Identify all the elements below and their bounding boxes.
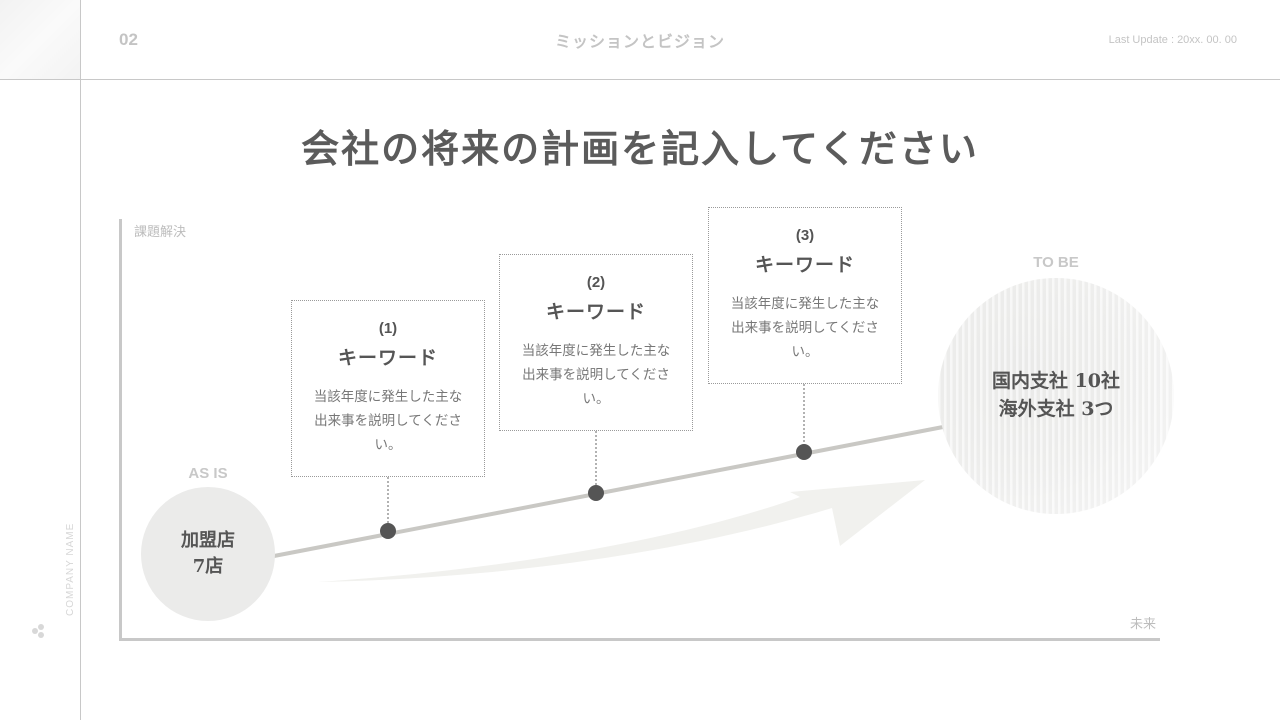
milestone-keyword: キーワード: [337, 347, 438, 369]
milestone-description: 当該年度に発生した主な出来事を説明してください。: [313, 389, 463, 453]
to-be-circle: 国内支社 10社 海外支社 3つ: [938, 278, 1174, 514]
x-axis: [119, 638, 1160, 641]
milestone-box-1: (1) キーワード 当該年度に発生した主な出来事を説明してください。: [291, 300, 485, 477]
company-logo-icon: [32, 624, 44, 638]
milestone-keyword: キーワード: [754, 254, 855, 276]
milestone-box-2: (2) キーワード 当該年度に発生した主な出来事を説明してください。: [499, 254, 693, 431]
milestone-box-3: (3) キーワード 当該年度に発生した主な出来事を説明してください。: [708, 207, 902, 384]
corner-decoration: [0, 0, 80, 79]
milestone-number: (1): [378, 320, 398, 337]
page-number: 02: [119, 30, 138, 49]
sidebar-brand: COMPANY NAME: [25, 520, 76, 640]
milestone-number: (3): [795, 227, 815, 244]
as-is-label: AS IS: [188, 465, 228, 482]
y-axis-label: 課題解決: [134, 225, 187, 240]
milestone-dot-3: [796, 444, 812, 460]
milestone-dot-2: [588, 485, 604, 501]
milestone-keyword: キーワード: [545, 301, 646, 323]
milestone-dot-1: [380, 523, 396, 539]
milestone-number: (2): [586, 274, 606, 291]
section-title: ミッションとビジョン: [554, 32, 725, 51]
header-divider: [0, 79, 1280, 80]
last-update: Last Update : 20xx. 00. 00: [1108, 34, 1237, 46]
x-axis-label: 未来: [1130, 617, 1157, 632]
milestone-description: 当該年度に発生した主な出来事を説明してください。: [521, 343, 671, 407]
vertical-divider: [80, 0, 81, 720]
as-is-circle: 加盟店 7店: [141, 487, 275, 621]
milestone-description: 当該年度に発生した主な出来事を説明してください。: [730, 296, 880, 360]
y-axis: [119, 219, 122, 641]
to-be-label: TO BE: [1033, 254, 1079, 271]
growth-arrow-icon: [318, 480, 925, 582]
page-title: 会社の将来の計画を記入してください: [301, 126, 979, 171]
